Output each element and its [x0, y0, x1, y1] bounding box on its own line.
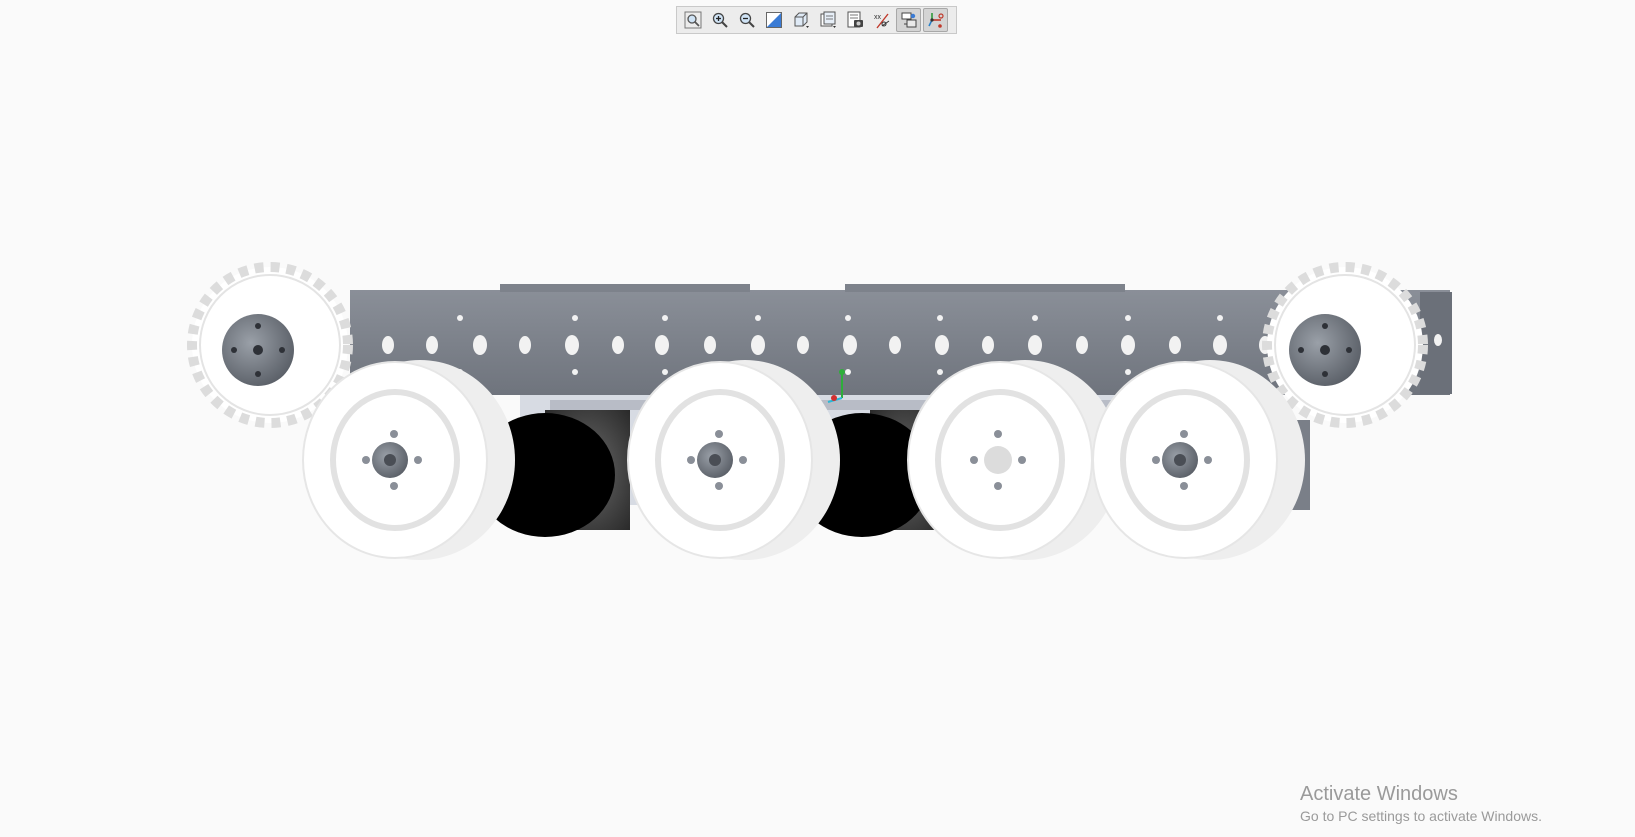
zoom-out-icon — [739, 12, 755, 28]
zoom-fit-icon — [684, 11, 701, 29]
zoom-fit-button[interactable] — [680, 8, 705, 32]
right-sprocket — [1262, 262, 1428, 428]
datum-display-button[interactable]: xx — [869, 8, 894, 32]
display-style-icon — [794, 12, 809, 28]
view-manager-button[interactable] — [842, 8, 867, 32]
view-manager-icon — [847, 11, 863, 28]
road-wheel-3 — [907, 360, 1120, 560]
repaint-icon — [765, 12, 782, 28]
activate-windows-watermark: Activate Windows Go to PC settings to ac… — [1300, 782, 1542, 826]
coordinate-triad-icon — [827, 369, 845, 403]
watermark-subtitle: Go to PC settings to activate Windows. — [1300, 808, 1542, 824]
road-wheel-2 — [627, 360, 840, 560]
zoom-in-button[interactable] — [707, 8, 732, 32]
svg-text:xx: xx — [874, 14, 882, 21]
road-wheel-4 — [1092, 360, 1305, 560]
view-toolbar: xx — [676, 6, 957, 34]
annotation-display-button[interactable] — [896, 8, 921, 32]
left-sprocket — [187, 262, 353, 428]
spin-center-button[interactable] — [923, 8, 948, 32]
watermark-title: Activate Windows — [1300, 783, 1458, 805]
zoom-in-icon — [712, 12, 728, 28]
display-style-button[interactable] — [788, 8, 813, 32]
repaint-button[interactable] — [761, 8, 786, 32]
saved-views-icon — [820, 11, 836, 28]
zoom-out-button[interactable] — [734, 8, 759, 32]
road-wheel-1 — [302, 360, 515, 560]
model-viewport[interactable] — [0, 40, 1635, 837]
datum-display-icon: xx — [874, 13, 889, 29]
left-motor — [475, 410, 630, 537]
saved-views-button[interactable] — [815, 8, 840, 32]
spin-center-icon — [927, 13, 944, 28]
annotation-display-icon — [901, 12, 916, 28]
